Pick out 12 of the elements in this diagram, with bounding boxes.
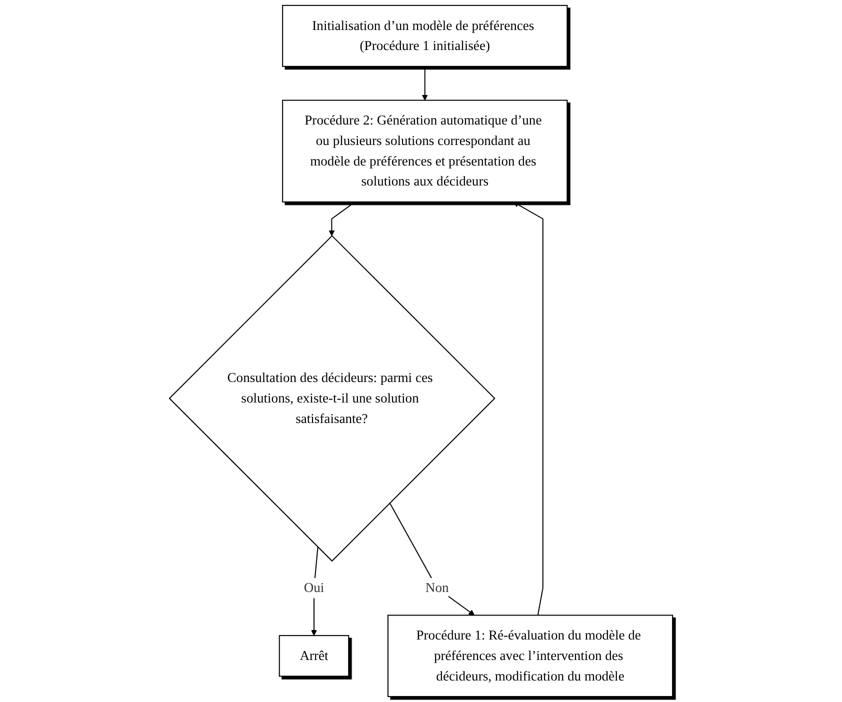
node-diamond: Consultation des décideurs: parmi ces solutions, existe-t-il une solution satisfaisante? [168,235,496,562]
arrow [422,66,428,101]
node-box: Arrêt [278,635,350,677]
edge-label: Oui [304,580,324,596]
arrow [311,547,318,636]
edge-label: Non [425,580,449,596]
node-box: Procédure 1: Ré-évaluation du modèle de préférences avec l’intervention des décideurs, modification du modèle [387,614,674,698]
arrow [513,202,544,616]
arrow [389,502,475,616]
arrow [328,202,356,236]
node-box: Initialisation d’un modèle de préférences (Procédure 1 initialisée) [282,4,568,67]
node-box: Procédure 2: Génération automatique d’une ou plusieurs solutions correspondant au modèle de préférences et présentation des solutions aux décideurs [282,100,568,202]
